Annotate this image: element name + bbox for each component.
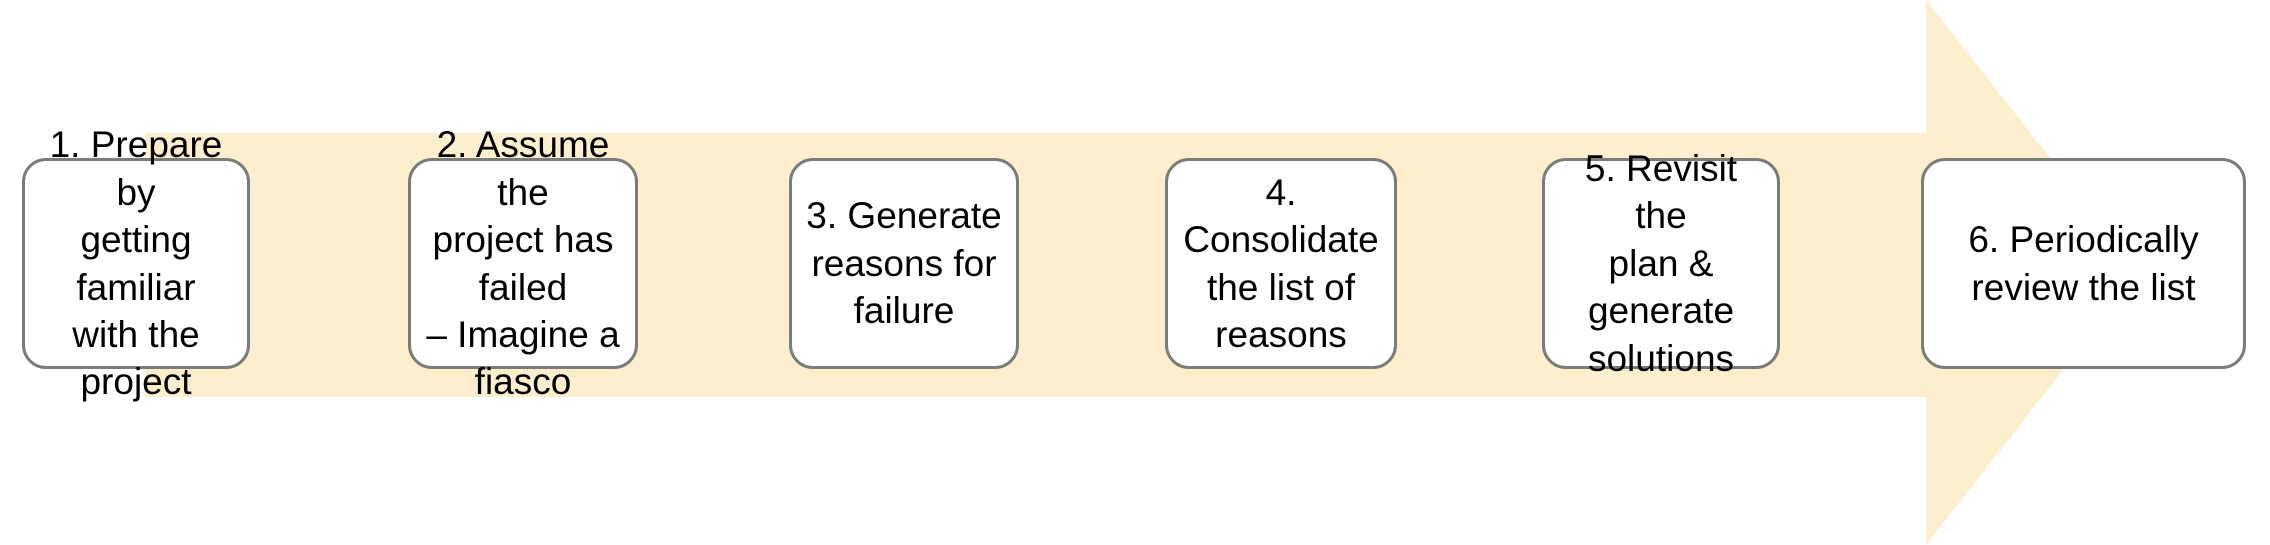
step-box-4[interactable]: 4. Consolidate the list of reasons — [1165, 158, 1397, 369]
step-box-6[interactable]: 6. Periodically review the list — [1921, 158, 2246, 369]
right-arrow-polygon — [145, 0, 2140, 545]
step-box-2[interactable]: 2. Assume the project has failed – Imagi… — [408, 124, 638, 402]
step-box-1[interactable]: 1. Prepare by getting familiar with the … — [22, 124, 250, 402]
step-box-3[interactable]: 3. Generate reasons for failure — [789, 158, 1019, 369]
step-box-5[interactable]: 5. Revisit the plan & generate solutions — [1542, 148, 1780, 379]
